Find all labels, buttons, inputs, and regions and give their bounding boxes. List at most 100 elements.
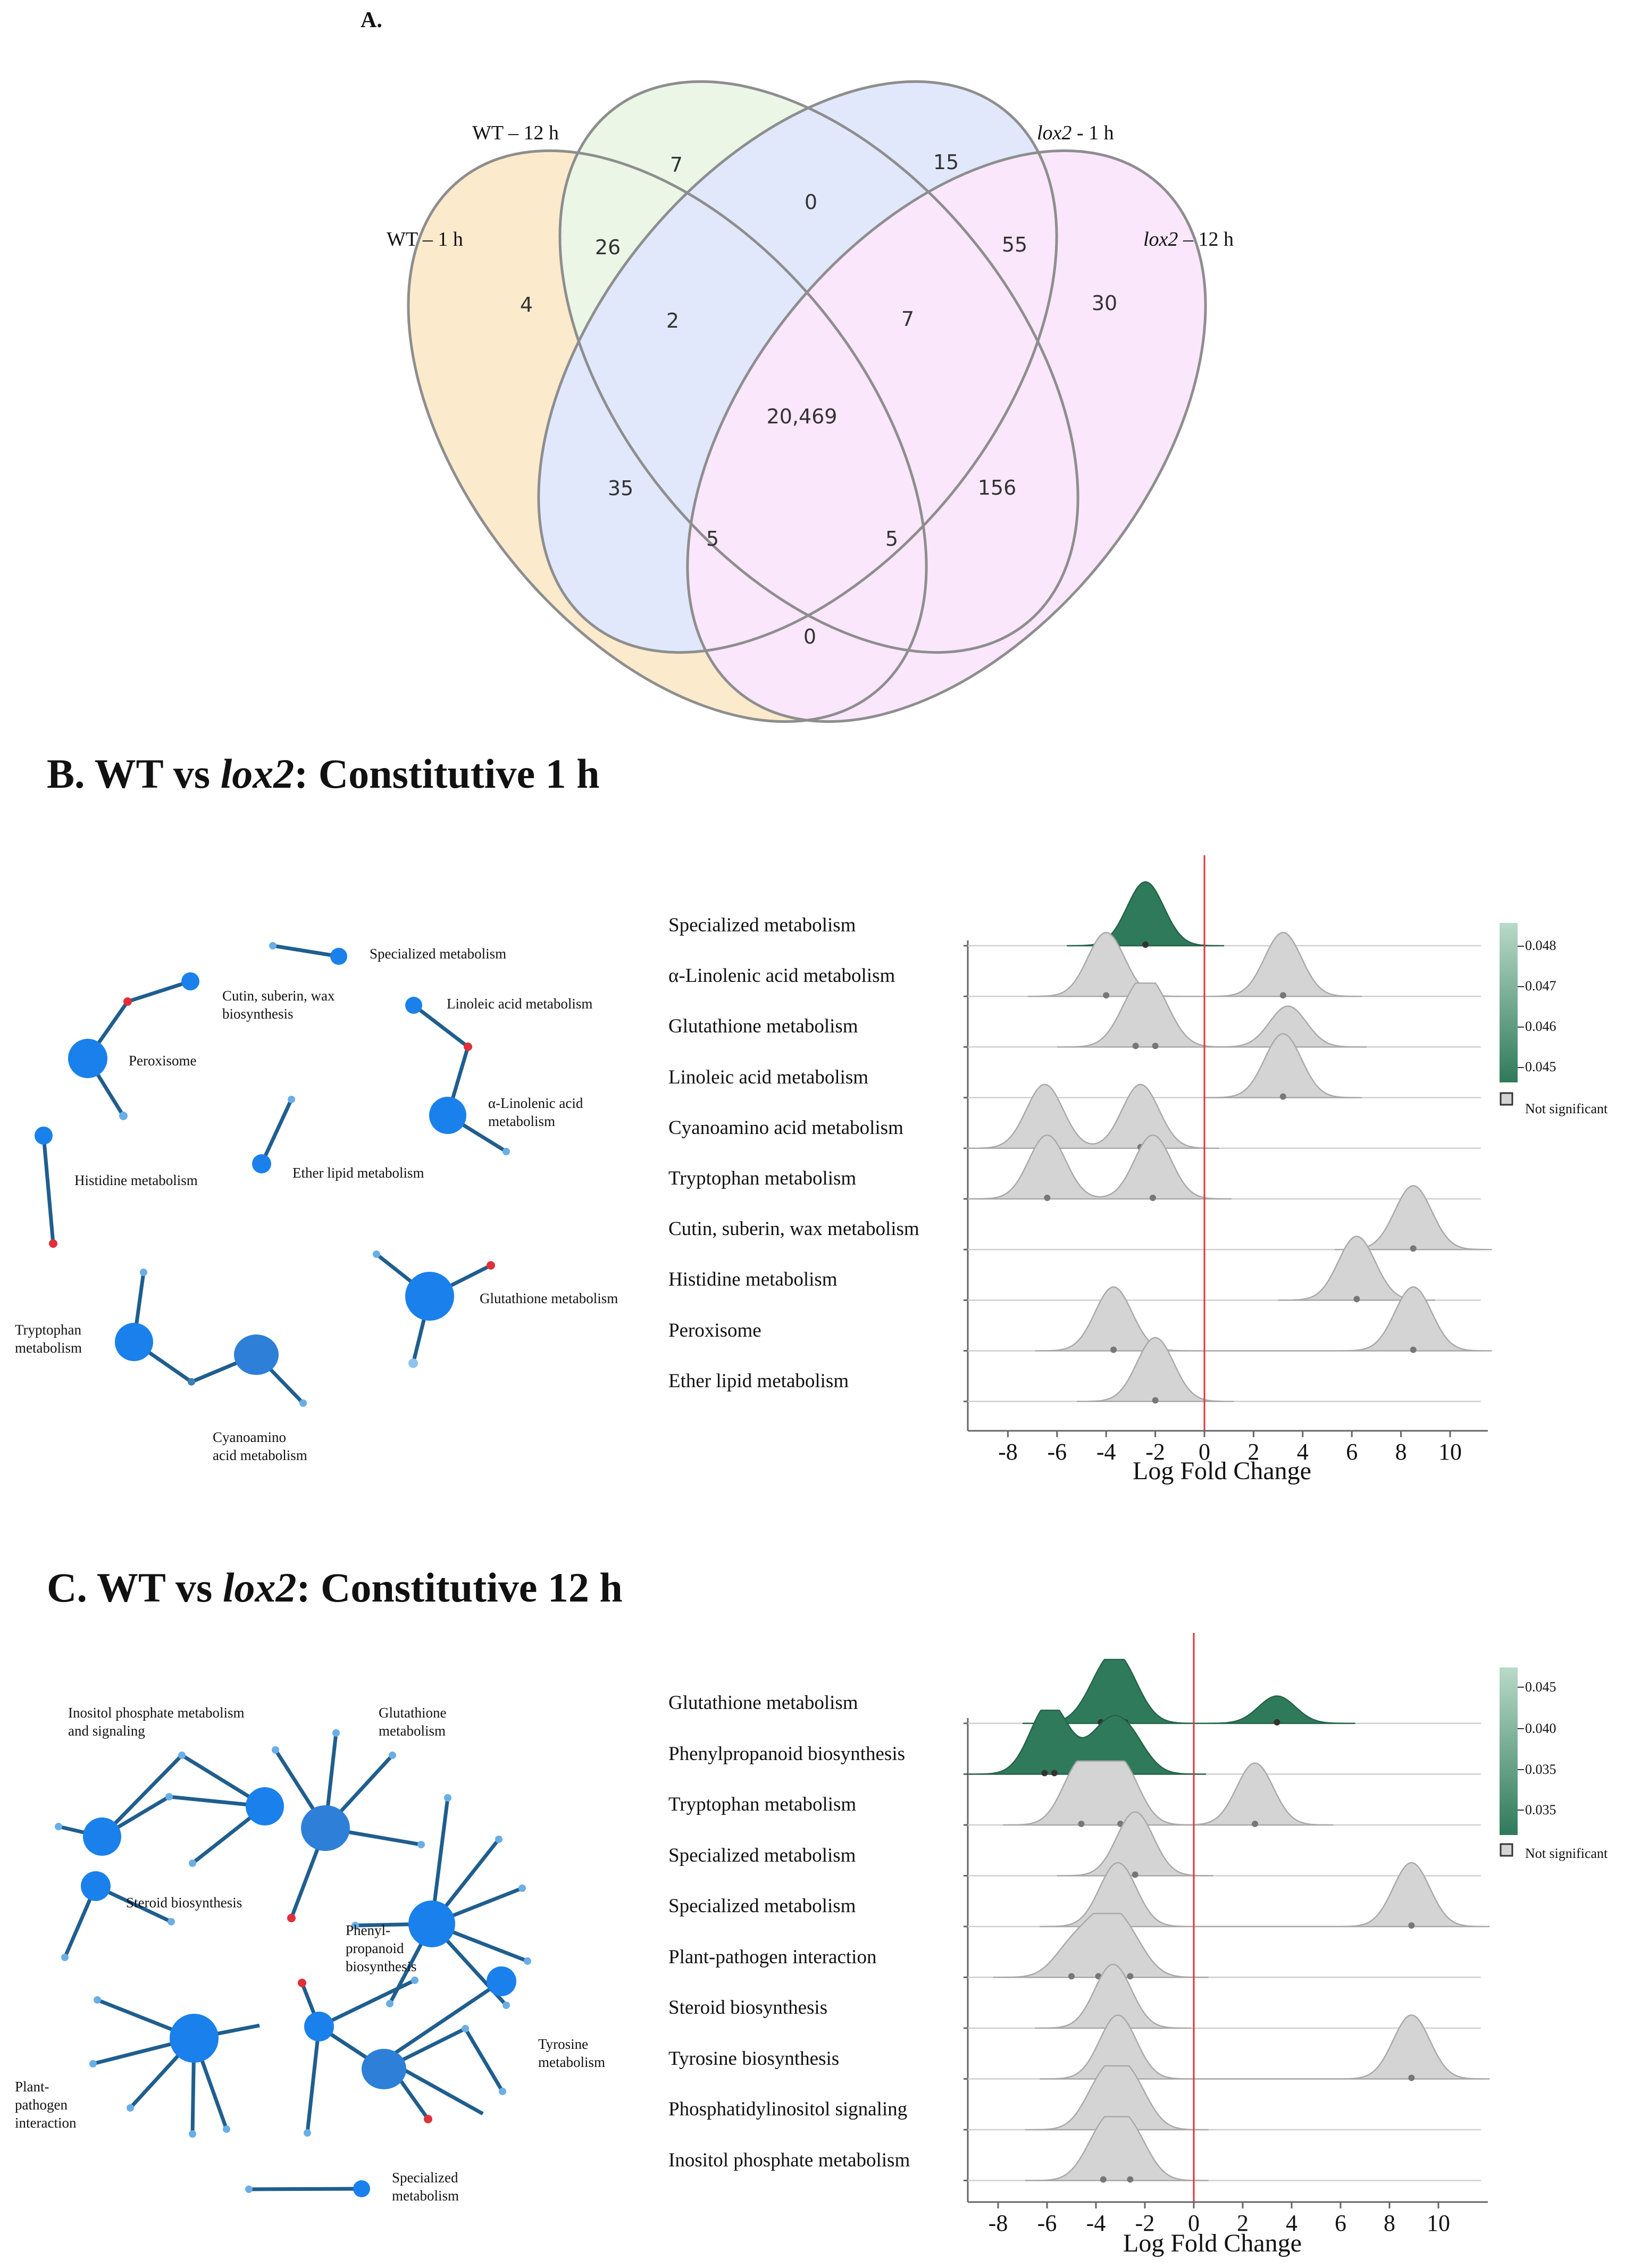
ridge-point [1152, 1397, 1159, 1404]
legend-b-colorbar [1500, 923, 1524, 1106]
ridge-point [1353, 1296, 1360, 1303]
ridge-x-tick-label: 4 [1286, 2210, 1297, 2236]
ridge-x-tick-label: -8 [988, 2210, 1008, 2236]
legend-c-value: 0.045 [1525, 1679, 1556, 1695]
network-label-ether-lipid: Ether lipid metabolism [292, 1165, 424, 1181]
venn-count: 5 [885, 527, 899, 551]
network-b [35, 942, 510, 1407]
legend-b-value: 0.048 [1525, 938, 1556, 953]
ridge-point [1149, 1195, 1156, 1201]
ridge-point [1051, 1770, 1058, 1777]
ridge-x-tick-label: 4 [1296, 1439, 1309, 1465]
legend-c-value: 0.035 [1525, 1762, 1556, 1777]
ridge-density-area [1067, 881, 1224, 947]
ridge-point [1279, 992, 1286, 999]
ridge-x-tick-label: 8 [1395, 1439, 1407, 1465]
ridge-point [1100, 2176, 1107, 2183]
ridge-density-area [966, 1710, 1206, 1775]
ridge-density-area [966, 1083, 1219, 1149]
network-label-steroid: Steroid biosynthesis [126, 1895, 242, 1911]
ridge-density-area [993, 1913, 1209, 1978]
legend-b-value: 0.046 [1525, 1019, 1556, 1034]
ridge-row-label: Peroxisome [668, 1319, 761, 1341]
ridge-density-area [1057, 982, 1367, 1048]
venn-count: 15 [933, 151, 959, 174]
ridge-point [1408, 1922, 1415, 1929]
venn-count: 30 [1091, 291, 1118, 315]
venn-diagram [407, 80, 1207, 723]
ridge-row-label: Ether lipid metabolism [668, 1370, 849, 1392]
venn-count: 0 [803, 625, 817, 648]
legend-c-not-significant: Not significant [1525, 1846, 1608, 1861]
ridge-row-label: Specialized metabolism [668, 1895, 856, 1917]
ridge-row-label: Linoleic acid metabolism [668, 1066, 869, 1088]
ridge-density-area [1025, 2065, 1209, 2131]
venn-count: 2 [666, 309, 680, 332]
ridge-row-label: Tryptophan metabolism [668, 1794, 857, 1815]
ridge-point [1044, 1195, 1051, 1201]
venn-count: 35 [607, 477, 634, 500]
ridge-row-label: Phosphatidylinositol signaling [668, 2098, 908, 2120]
ridge-point [1127, 2176, 1134, 2183]
ridge-x-tick-label: 8 [1384, 2210, 1395, 2236]
ridge-b-xlabel: Log Fold Change [1133, 1457, 1311, 1485]
ridge-point [1279, 1093, 1286, 1100]
ridge-row-label: Phenylpropanoid biosynthesis [668, 1742, 906, 1765]
venn-label-lox2-1h: lox2 - 1 h [1037, 122, 1114, 144]
ridge-row-label: Specialized metabolism [668, 1844, 856, 1866]
venn-count: 4 [520, 293, 533, 316]
ridge-row-label: Histidine metabolism [668, 1269, 838, 1291]
ridge-c-xlabel: Log Fold Change [1123, 2229, 1302, 2257]
network-label-peroxisome: Peroxisome [129, 1053, 197, 1069]
ridge-density-area [1023, 1658, 1355, 1724]
ridge-point [1274, 1719, 1280, 1725]
ridge-point [1041, 1770, 1048, 1777]
ridge-point [1103, 992, 1110, 999]
ridge-point [1252, 1821, 1258, 1827]
venn-count-center: 20,469 [766, 405, 838, 428]
ridge-row-label: Tyrosine biosynthesis [668, 2047, 840, 2070]
ridge-x-tick-label: -8 [998, 1439, 1018, 1465]
ridge-point [1142, 941, 1149, 948]
ridge-x-tick-label: 2 [1248, 1439, 1260, 1465]
ridge-row-label: Specialized metabolism [668, 914, 856, 936]
venn-count: 0 [804, 190, 818, 214]
ridge-row-label: Tryptophan metabolism [668, 1168, 857, 1189]
venn-label-wt-12h: WT – 12 h [472, 122, 559, 144]
venn-count: 7 [669, 153, 683, 177]
ridge-row-label: Inositol phosphate metabolism [668, 2149, 910, 2171]
venn-label-wt-1h: WT – 1 h [387, 228, 463, 251]
ridge-x-tick-label: 6 [1335, 2210, 1346, 2236]
ridge-row-label: Cutin, suberin, wax metabolism [668, 1218, 919, 1240]
network-c [55, 1729, 531, 2197]
venn-ellipse-lox2-12h [687, 151, 1206, 722]
network-label-histidine: Histidine metabolism [74, 1172, 198, 1188]
legend-b-not-significant: Not significant [1525, 1101, 1608, 1116]
ridge-point [1078, 1821, 1085, 1827]
venn-count: 26 [595, 236, 621, 259]
legend-c-value: 0.035 [1525, 1802, 1556, 1817]
panel-c-title: C. WT vs lox2: Constitutive 12 h [47, 1564, 623, 1611]
venn-count: 7 [901, 307, 915, 331]
ridge-x-tick-label: 0 [1188, 2210, 1200, 2236]
legend-c-colorbar [1500, 1667, 1524, 1857]
ridge-point [1110, 1346, 1117, 1353]
ridge-point [1152, 1043, 1159, 1049]
ridge-row-label: α-Linolenic acid metabolism [668, 965, 895, 987]
ridge-x-tick-label: 10 [1427, 2210, 1450, 2236]
ridge-point [1408, 2074, 1415, 2081]
ridge-point [1127, 1973, 1134, 1980]
ridge-point [1132, 1871, 1138, 1878]
legend-b-value: 0.045 [1525, 1059, 1556, 1074]
ridge-point [1132, 1043, 1139, 1049]
ridge-density-area [1035, 1963, 1192, 2029]
ridge-row-label: Plant-pathogen interaction [668, 1946, 877, 1968]
